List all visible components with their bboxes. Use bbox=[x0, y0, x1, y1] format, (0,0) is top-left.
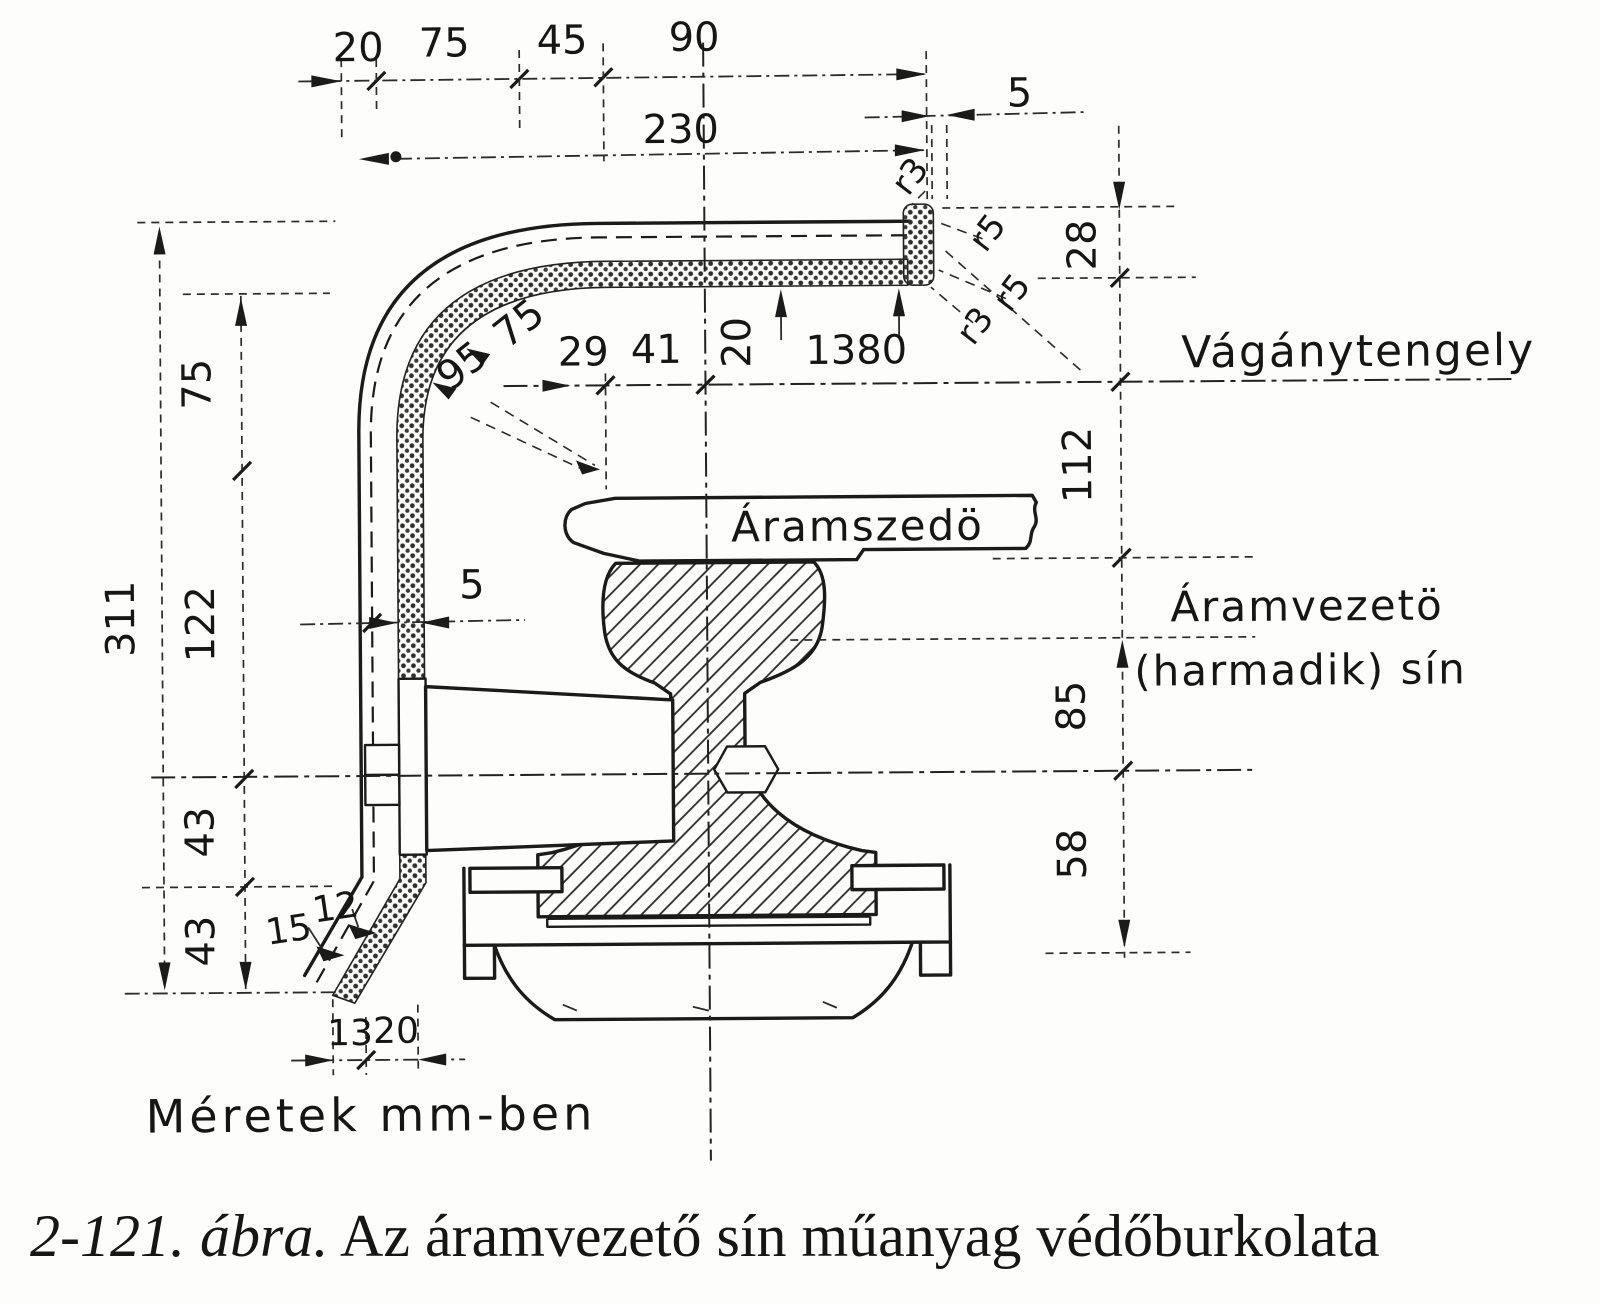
bolt-head-lower bbox=[364, 773, 401, 807]
dim-90-top: 90 bbox=[668, 15, 719, 61]
collector-bar-outline bbox=[563, 493, 1039, 563]
caption-number: 2-121. ábra. bbox=[30, 1203, 328, 1269]
rail-axis-vertical bbox=[702, 42, 712, 1161]
cover-end-cap bbox=[902, 203, 935, 287]
bracket-trapezoid bbox=[423, 684, 676, 853]
dim-122: 122 bbox=[178, 586, 225, 663]
bracket-plate bbox=[397, 677, 428, 857]
protective-cover bbox=[302, 203, 935, 1005]
radius-r3-top: r3 bbox=[884, 150, 937, 203]
dim-112: 112 bbox=[1055, 427, 1102, 504]
cover-inner-dashed-contour bbox=[315, 234, 908, 983]
dim-20-top: 20 bbox=[333, 25, 384, 71]
dim-75-left: 75 bbox=[174, 359, 220, 410]
clamp-right bbox=[850, 863, 946, 892]
dim-15: 15 bbox=[263, 907, 314, 954]
clamp-left bbox=[468, 865, 564, 895]
side-bracket bbox=[363, 677, 676, 857]
dim-13: 13 bbox=[327, 1013, 373, 1054]
support-skirt bbox=[492, 940, 915, 1022]
annotation-texts: Vágánytengely Áramszedö Áramvezetö (harm… bbox=[145, 325, 1535, 1144]
track-axis-dimension-line bbox=[503, 378, 1514, 388]
figure-caption: 2-121. ábra. Az áramvezető sín műanyag v… bbox=[30, 1203, 1380, 1269]
dim-1380: 1380 bbox=[805, 327, 907, 374]
dim-43-upper: 43 bbox=[177, 807, 223, 858]
collector-label: Áramszedö bbox=[731, 500, 984, 552]
dim-58: 58 bbox=[1050, 828, 1096, 879]
fixing-nut bbox=[712, 745, 780, 794]
radius-r3-bottom: r3 bbox=[949, 300, 1002, 353]
rail-support bbox=[462, 863, 953, 1022]
track-axis-label: Vágánytengely bbox=[1181, 325, 1535, 378]
dim-5-cap: 5 bbox=[1007, 70, 1033, 116]
dim-85: 85 bbox=[1049, 680, 1095, 731]
dim-230: 230 bbox=[642, 107, 719, 154]
dim-28: 28 bbox=[1059, 219, 1105, 270]
dim-29: 29 bbox=[558, 329, 609, 375]
radius-r5-lower: r5 bbox=[985, 266, 1038, 319]
caption-text: Az áramvezető sín műanyag védőburkolata bbox=[328, 1203, 1379, 1269]
dim-45-top: 45 bbox=[536, 17, 587, 63]
units-note: Méretek mm-ben bbox=[145, 1086, 596, 1143]
cover-outer-contour bbox=[302, 219, 912, 978]
dim-20-thickness: 20 bbox=[714, 317, 760, 368]
support-plate bbox=[462, 863, 953, 948]
dim-75-top: 75 bbox=[418, 20, 469, 66]
third-rail-label-line2: (harmadik) sín bbox=[1134, 644, 1467, 695]
support-foot-left bbox=[462, 943, 497, 981]
dim-12: 12 bbox=[310, 884, 361, 931]
dim-311: 311 bbox=[98, 580, 145, 657]
support-foot-right bbox=[918, 940, 953, 977]
dim-5-wall: 5 bbox=[459, 562, 485, 608]
dim-43-lower: 43 bbox=[178, 916, 224, 967]
bolt-head-upper bbox=[363, 743, 401, 777]
dim-41: 41 bbox=[631, 327, 682, 373]
dim-20-bottom: 20 bbox=[373, 1011, 419, 1052]
ground-marks bbox=[562, 1001, 838, 1012]
third-rail-label-line1: Áramvezetö bbox=[1170, 580, 1444, 632]
current-collector bbox=[563, 493, 1039, 563]
radius-r5-upper: r5 bbox=[961, 207, 1014, 260]
bolt-axis-line bbox=[151, 768, 1257, 779]
